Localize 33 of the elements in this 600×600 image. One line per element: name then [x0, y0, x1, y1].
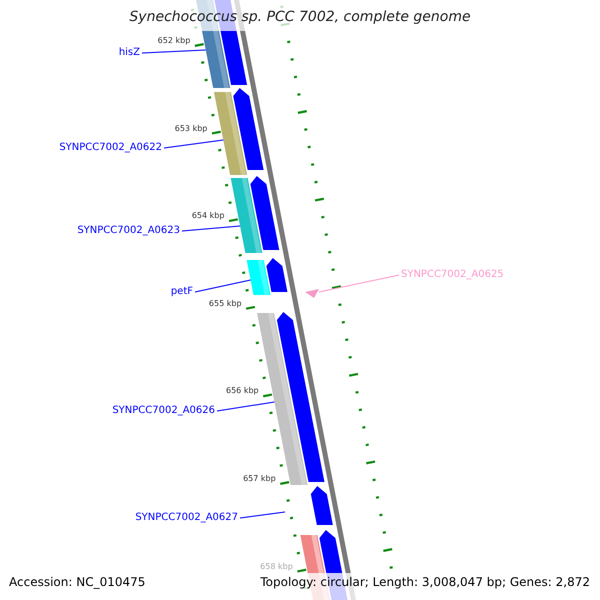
gene-feature: [246, 260, 271, 295]
title: Synechococcus sp. PCC 7002, complete genome: [128, 10, 472, 24]
gene-feature: [310, 486, 333, 525]
scale-label: 654 kbp: [192, 212, 224, 220]
gene-feature: [214, 92, 248, 175]
leader-line: [194, 280, 252, 292]
scale-label: 658 kbp: [260, 562, 293, 571]
leader-line: [182, 226, 241, 232]
leader-line: [318, 274, 400, 292]
scale-label: 656 kbp: [226, 387, 259, 396]
gene-feature: [276, 312, 324, 482]
gene-label: SYNPCC7002_A0622: [59, 143, 162, 153]
leader-line: [240, 512, 286, 518]
footer-text: Accession: NC_010475: [9, 576, 146, 588]
gene-feature: [257, 313, 308, 485]
gene-label: petF: [170, 287, 193, 297]
scale-label: 655 kbp: [208, 300, 242, 308]
leader-line: [142, 50, 206, 54]
gene-feature: [233, 88, 264, 170]
gene-feature: [250, 176, 280, 250]
gene-label: SYNPCC7002_A0625: [401, 270, 504, 280]
scale-label: 657 kbp: [243, 475, 276, 483]
marker-triangle: [305, 289, 319, 298]
gene-label: SYNPCC7002_A0623: [77, 226, 180, 236]
gene-label: SYNPCC7002_A0626: [112, 406, 215, 416]
gene-label: SYNPCC7002_A0627: [135, 513, 238, 523]
leader-line: [216, 402, 275, 412]
gene-label: hisZ: [118, 48, 140, 58]
leader-line: [164, 140, 224, 148]
footer-text: Topology: circular; Length: 3,008,047 bp; Genes: 2,872: [260, 576, 590, 588]
scale-label: 652 kbp: [158, 37, 190, 45]
gene-feature: [230, 178, 262, 253]
gene-feature: [266, 258, 288, 292]
